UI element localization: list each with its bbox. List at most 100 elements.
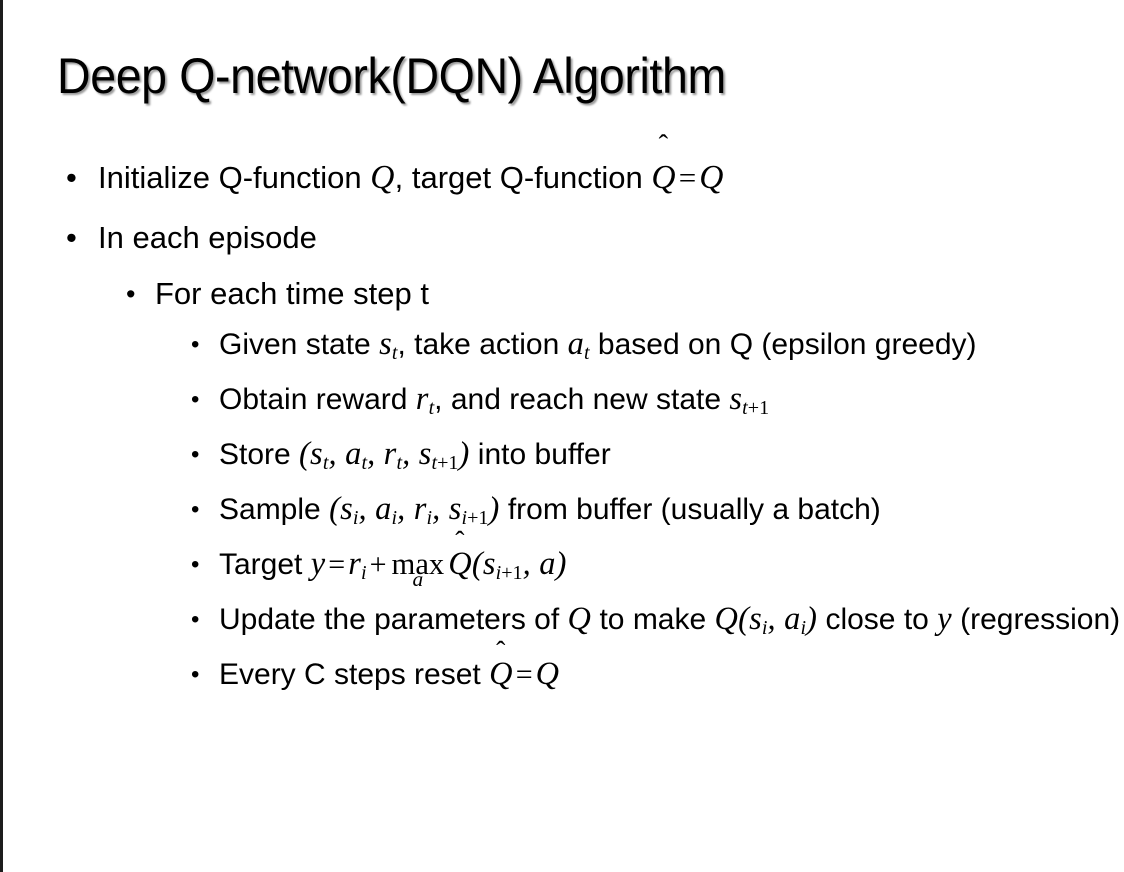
math-comma: ,: [358, 491, 376, 527]
math-comma: ,: [767, 601, 785, 637]
slide-title: Deep Q-network(DQN) Algorithm: [57, 48, 726, 104]
bullet-dot-icon: •: [66, 220, 77, 255]
math-comma: ,: [367, 436, 384, 472]
math-var-s-i-plus-1: si+1: [482, 546, 523, 585]
bullet-text: Store (st, at, rt, st+1) into buffer: [219, 436, 611, 475]
math-paren-open: (: [738, 601, 750, 637]
text-segment: Target: [219, 548, 311, 581]
bullet-dot-icon: •: [126, 279, 136, 309]
bullet-dot-icon: •: [191, 386, 200, 413]
bullet-store-into-buffer: • Store (st, at, rt, st+1) into buffer: [0, 430, 1124, 485]
math-var-s-t-plus-1: st+1: [418, 436, 459, 475]
math-var-r-i: ri: [413, 491, 433, 530]
text-segment: based on Q (epsilon greedy): [589, 328, 977, 361]
bullet-text: Update the parameters of Q to make Q(si,…: [219, 601, 1121, 640]
text-segment: Store: [219, 438, 300, 471]
text-segment: (regression): [951, 603, 1121, 636]
bullet-text: Initialize Q-function Q, target Q-functi…: [98, 131, 724, 196]
bullet-dot-icon: •: [191, 606, 200, 633]
math-var-q-function: Q: [714, 601, 739, 637]
math-var-q: Q: [370, 159, 395, 196]
slide-body: • Initialize Q-function Q, target Q-func…: [0, 131, 1124, 701]
math-var-q: Q: [535, 656, 560, 692]
math-var-r-t: rt: [415, 381, 435, 420]
math-comma: ,: [328, 436, 346, 472]
bullet-text: Every C steps reset Q̂=Q: [219, 637, 560, 692]
bullet-initialize-q-function: • Initialize Q-function Q, target Q-func…: [0, 131, 1124, 208]
math-var-s-t: st: [310, 436, 329, 475]
bullet-sample-from-buffer: • Sample (si, ai, ri, si+1) from buffer …: [0, 485, 1124, 540]
math-comma: ,: [397, 491, 414, 527]
bullet-text: Sample (si, ai, ri, si+1) from buffer (u…: [219, 491, 881, 530]
text-segment: from buffer (usually a batch): [499, 493, 881, 526]
text-segment: , and reach new state: [434, 383, 730, 416]
text-segment: into buffer: [469, 438, 611, 471]
bullet-list-level-2: • For each time step t: [0, 268, 1124, 320]
math-plus: +: [369, 548, 387, 581]
math-var-a-t: at: [567, 326, 590, 365]
text-segment: Given state: [219, 328, 380, 361]
math-var-a-i: ai: [784, 601, 807, 640]
bullet-given-state-take-action: • Given state st, take action at based o…: [0, 320, 1124, 375]
bullet-dot-icon: •: [66, 160, 77, 195]
math-var-r-i: ri: [348, 546, 367, 585]
math-comma: ,: [522, 546, 540, 582]
math-var-s-i-plus-1: si+1: [448, 491, 489, 530]
math-var-q-target: Q: [699, 159, 724, 196]
bullet-dot-icon: •: [191, 331, 200, 358]
math-max-limit-a: a: [412, 566, 424, 591]
math-equals: =: [328, 548, 346, 581]
bullet-text: Given state st, take action at based on …: [219, 326, 977, 365]
bullet-obtain-reward-reach-new-state: • Obtain reward rt, and reach new state …: [0, 375, 1124, 430]
math-equals: =: [515, 658, 533, 691]
math-var-q-hat: Q̂: [651, 130, 676, 196]
text-segment: , target Q-function: [394, 160, 652, 195]
math-paren-close: ): [488, 491, 500, 527]
math-var-q: Q: [567, 601, 592, 637]
bullet-text: For each time step t: [155, 276, 429, 311]
text-segment: Obtain reward: [219, 383, 416, 416]
math-var-s-i: si: [749, 601, 768, 640]
text-segment: Update the parameters of: [219, 603, 568, 636]
math-paren-close: ): [555, 546, 567, 582]
math-var-y: y: [310, 546, 326, 582]
math-var-y: y: [937, 601, 952, 637]
text-segment: Sample: [219, 493, 330, 526]
math-comma: ,: [402, 436, 419, 472]
math-var-s-i: si: [340, 491, 359, 530]
bullet-list-level-1: • Initialize Q-function Q, target Q-func…: [0, 131, 1124, 268]
text-segment: Every C steps reset: [219, 658, 490, 691]
math-var-a: a: [539, 546, 556, 582]
math-var-s-t-plus-1: st+1: [729, 381, 770, 420]
bullet-every-c-steps-reset: • Every C steps reset Q̂=Q: [0, 637, 1124, 701]
bullet-text: Obtain reward rt, and reach new state st…: [219, 381, 770, 420]
math-equals: =: [678, 160, 697, 195]
text-segment: to make: [591, 603, 715, 636]
math-paren-open: (: [329, 491, 341, 527]
math-var-r-t: rt: [383, 436, 403, 475]
bullet-dot-icon: •: [191, 551, 200, 578]
bullet-dot-icon: •: [191, 496, 200, 523]
text-segment: , take action: [397, 328, 568, 361]
math-paren-close: ): [458, 436, 470, 472]
math-var-s-t: st: [379, 326, 398, 365]
text-segment: close to: [817, 603, 938, 636]
text-segment: Initialize Q-function: [98, 160, 371, 195]
math-paren-open: (: [471, 546, 483, 582]
math-var-a-t: at: [345, 436, 368, 475]
math-paren-open: (: [299, 436, 311, 472]
bullet-list-level-3: • Given state st, take action at based o…: [0, 320, 1124, 701]
math-var-q-hat: Q̂: [489, 634, 513, 692]
bullet-update-parameters-regression: • Update the parameters of Q to make Q(s…: [0, 595, 1124, 650]
bullet-dot-icon: •: [191, 441, 200, 468]
bullet-dot-icon: •: [191, 661, 200, 688]
bullet-for-each-time-step: • For each time step t: [0, 268, 1124, 320]
slide-left-edge-accent: [0, 0, 3, 872]
math-var-q-hat: Q̂: [448, 524, 472, 582]
math-var-a-i: ai: [375, 491, 398, 530]
math-paren-close: ): [806, 601, 818, 637]
